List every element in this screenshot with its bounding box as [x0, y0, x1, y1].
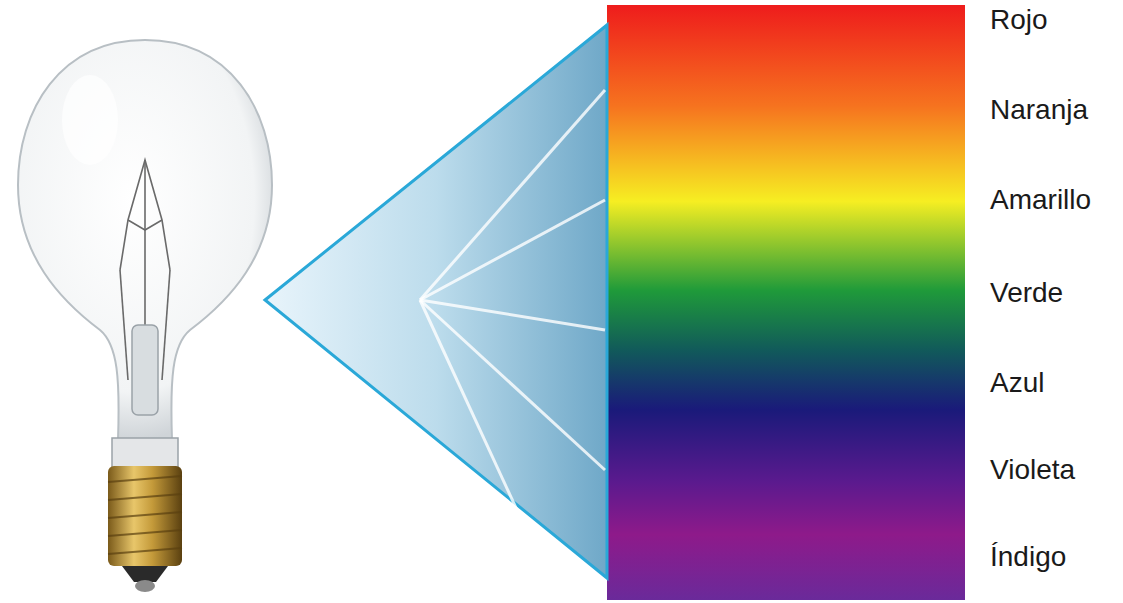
spectrum-label: Azul [990, 367, 1044, 399]
bulb-glass [18, 40, 272, 440]
light-beam [265, 25, 607, 578]
spectrum-label: Naranja [990, 94, 1088, 126]
spectrum-label: Rojo [990, 4, 1048, 36]
light-rays [420, 90, 605, 560]
spectrum-bar [607, 5, 965, 600]
spectrum-label: Violeta [990, 454, 1075, 486]
spectrum-label: Verde [990, 277, 1063, 309]
screw-base [108, 466, 182, 592]
spectrum-label: Índigo [990, 541, 1066, 573]
spectrum-label: Amarillo [990, 184, 1091, 216]
